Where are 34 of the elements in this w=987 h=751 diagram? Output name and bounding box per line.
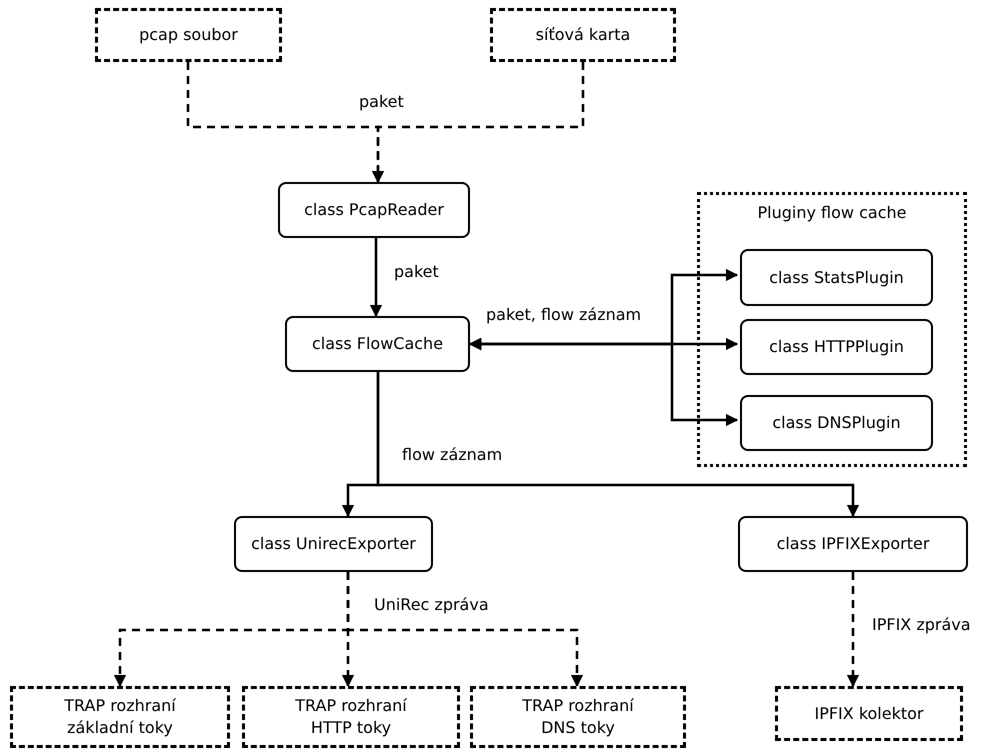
process-box — [775, 686, 963, 741]
process-box — [10, 686, 230, 748]
node-label: pcap soubor — [139, 24, 238, 46]
process-box — [234, 516, 433, 572]
process-box — [740, 395, 933, 451]
group-frame — [697, 192, 967, 467]
group-title: Pluginy flow cache — [756, 203, 908, 223]
node-label: class HTTPPlugin — [769, 336, 904, 358]
connector-arrow — [370, 238, 382, 318]
process-box — [740, 319, 933, 375]
node-label: class FlowCache — [312, 333, 444, 355]
node-label: class UnirecExporter — [251, 533, 416, 555]
process-box — [740, 249, 933, 306]
node-label: IPFIX kolektor — [814, 702, 924, 724]
node-label: class DNSPlugin — [772, 412, 901, 434]
node-label: class PcapReader — [304, 199, 444, 221]
connector-arrow — [346, 572, 584, 688]
process-box — [278, 182, 470, 238]
connector-arrow — [376, 372, 860, 518]
process-box — [470, 686, 686, 748]
connector-arrow — [468, 338, 738, 426]
process-box — [490, 8, 676, 62]
node-label: síťová karta — [536, 24, 630, 46]
node-label: class IPFIXExporter — [776, 533, 930, 555]
process-box — [285, 316, 470, 372]
process-box — [738, 516, 968, 572]
process-box — [242, 686, 460, 748]
connector-arrow — [372, 62, 584, 184]
connector-arrow — [846, 572, 860, 688]
node-label: class StatsPlugin — [769, 266, 904, 288]
node-label: TRAP rozhraní základní toky — [63, 695, 177, 739]
node-label: TRAP rozhraní DNS toky — [521, 695, 635, 739]
node-label: TRAP rozhraní HTTP toky — [294, 695, 408, 739]
process-box — [95, 8, 282, 62]
